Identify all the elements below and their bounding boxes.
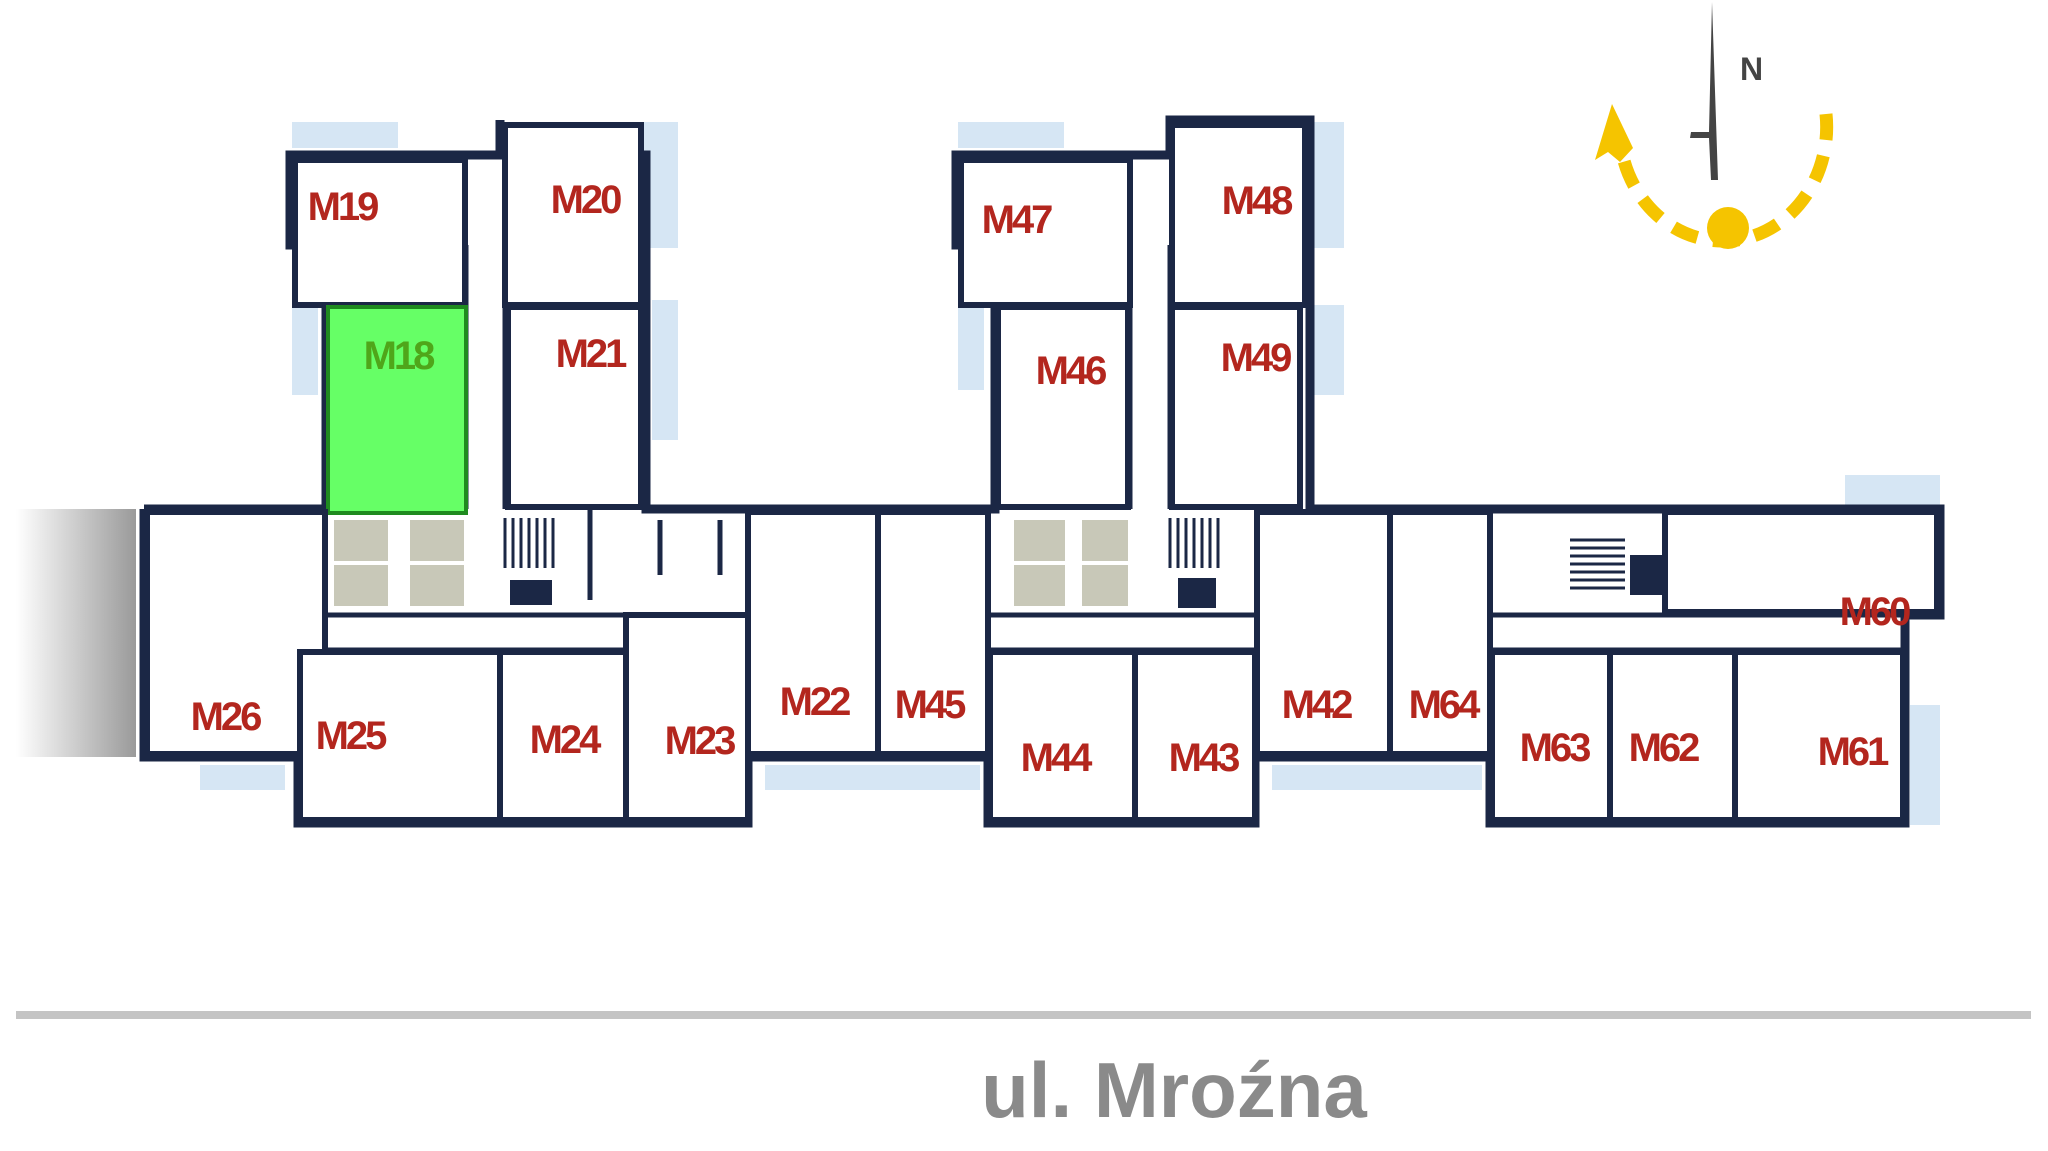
elevator (1178, 578, 1216, 608)
viewpoint-marker (1707, 207, 1749, 249)
unit-M62[interactable] (1607, 649, 1738, 823)
adjacent-building (16, 509, 136, 757)
unit-M64[interactable] (1387, 509, 1493, 757)
unit-M22[interactable] (745, 509, 881, 757)
unit-M43[interactable] (1132, 649, 1258, 823)
unit-M24[interactable] (497, 649, 629, 823)
unit-M61[interactable] (1732, 649, 1906, 823)
unit-M46[interactable] (995, 304, 1131, 510)
common-areas (330, 516, 1662, 610)
unit-M23[interactable] (623, 612, 751, 823)
unit-M47[interactable] (958, 157, 1133, 308)
north-label: N (1740, 51, 1763, 87)
unit-M42[interactable] (1254, 509, 1393, 757)
unit-M49[interactable] (1169, 304, 1303, 510)
compass: N (1595, 2, 1834, 249)
unit-M45[interactable] (875, 509, 991, 757)
unit-M21[interactable] (505, 304, 644, 510)
unit-M18-selected[interactable] (326, 305, 468, 515)
elevator (510, 580, 552, 605)
street-name: ul. Mroźna (981, 1046, 1367, 1134)
unit-M60[interactable] (1662, 509, 1940, 615)
elevator (1630, 555, 1662, 595)
unit-M25[interactable] (297, 649, 503, 823)
apartments (144, 122, 1940, 823)
unit-M63[interactable] (1489, 649, 1613, 823)
unit-M20[interactable] (502, 122, 644, 308)
staircase-icon (503, 518, 1625, 590)
unit-M44[interactable] (987, 649, 1138, 823)
unit-M19[interactable] (292, 157, 468, 308)
unit-M48[interactable] (1169, 122, 1308, 308)
unit-M26[interactable] (144, 509, 328, 757)
north-arrow-icon (1690, 2, 1718, 180)
